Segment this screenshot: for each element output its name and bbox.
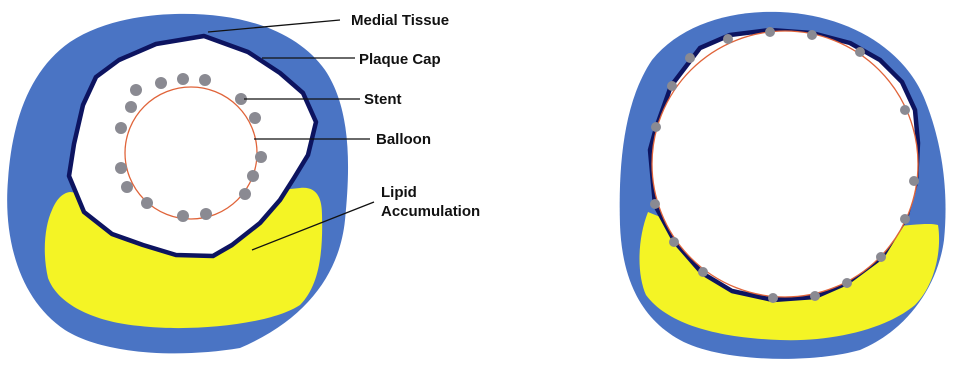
panel-before-expansion: Medial Tissue Plaque Cap Stent Balloon L… bbox=[7, 12, 480, 353]
stent-strut bbox=[723, 34, 733, 44]
stent-strut bbox=[669, 237, 679, 247]
stent-strut bbox=[121, 181, 133, 193]
stent-strut bbox=[765, 27, 775, 37]
stent-strut bbox=[115, 162, 127, 174]
stent-strut bbox=[155, 77, 167, 89]
stent-strut bbox=[876, 252, 886, 262]
stent-strut bbox=[900, 214, 910, 224]
stent-strut bbox=[855, 47, 865, 57]
stent-strut bbox=[651, 122, 661, 132]
stent-strut bbox=[810, 291, 820, 301]
stent-strut bbox=[249, 112, 261, 124]
label-medial-tissue: Medial Tissue bbox=[351, 12, 449, 29]
stent-strut bbox=[239, 188, 251, 200]
stent-strut bbox=[255, 151, 267, 163]
panel-after-expansion bbox=[620, 12, 946, 359]
label-accumulation: Accumulation bbox=[381, 203, 480, 220]
stent-strut bbox=[177, 210, 189, 222]
stent-strut bbox=[125, 101, 137, 113]
label-stent: Stent bbox=[364, 91, 402, 108]
stent-strut bbox=[130, 84, 142, 96]
stent-strut bbox=[200, 208, 212, 220]
stent-strut bbox=[685, 53, 695, 63]
stent-strut bbox=[900, 105, 910, 115]
stent-strut bbox=[909, 176, 919, 186]
stent-strut bbox=[199, 74, 211, 86]
stent-strut bbox=[768, 293, 778, 303]
stent-strut bbox=[247, 170, 259, 182]
stent-strut bbox=[667, 81, 677, 91]
label-balloon: Balloon bbox=[376, 131, 431, 148]
stent-strut bbox=[115, 122, 127, 134]
stent-strut bbox=[807, 30, 817, 40]
stent-strut bbox=[842, 278, 852, 288]
stent-strut bbox=[698, 267, 708, 277]
label-plaque-cap: Plaque Cap bbox=[359, 51, 441, 68]
label-lipid: Lipid bbox=[381, 184, 417, 201]
stent-strut bbox=[141, 197, 153, 209]
stent-strut bbox=[650, 199, 660, 209]
stent-strut bbox=[177, 73, 189, 85]
